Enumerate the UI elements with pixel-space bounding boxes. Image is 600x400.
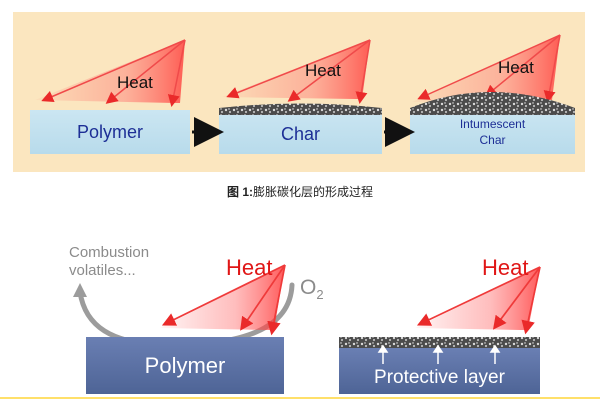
char-box [219,108,382,154]
heat-label-2: Heat [305,61,341,80]
caption-text: 膨胀碳化层的形成过程 [253,185,374,199]
char-layer [219,103,382,115]
bottom-heat-label-right: Heat [482,255,529,280]
heat-fan-2 [222,39,371,104]
bottom-polymer-label: Polymer [144,352,226,378]
protective-upward-arrows [377,344,501,364]
intumescent-char-box [410,108,575,154]
heat-label-3: Heat [498,58,534,77]
polymer-box [30,110,190,154]
char-label: Char [280,124,320,144]
protective-char-layer [339,337,540,348]
caption-prefix: 图 1: [226,185,253,199]
bottom-heat-fan-left [160,264,286,336]
heat-label-1: Heat [117,73,153,92]
protective-layer-label: Protective layer [374,367,505,388]
figure-caption: 图 1:膨胀碳化层的形成过程 [0,183,600,200]
bottom-heat-fan-right [415,266,541,335]
intumescent-label-line2: Char [479,133,506,147]
intumescent-label-line1: Intumescent [459,117,526,131]
polymer-label: Polymer [76,121,143,142]
combustion-arrowhead [73,283,87,297]
protective-layer-box [339,348,540,394]
heat-fan-1 [35,39,186,107]
oxygen-subscript: 2 [316,287,324,303]
heat-fan-3 [412,34,561,103]
bottom-polymer-box [86,337,284,394]
bottom-heat-label-left: Heat [226,255,273,280]
oxygen-label: O2 [300,276,324,302]
intumescent-char-layer [410,92,575,115]
oxygen-symbol: O [300,276,317,299]
combustion-label-line1: Combustion [69,244,150,261]
combustion-label-line2: volatiles... [69,262,136,279]
